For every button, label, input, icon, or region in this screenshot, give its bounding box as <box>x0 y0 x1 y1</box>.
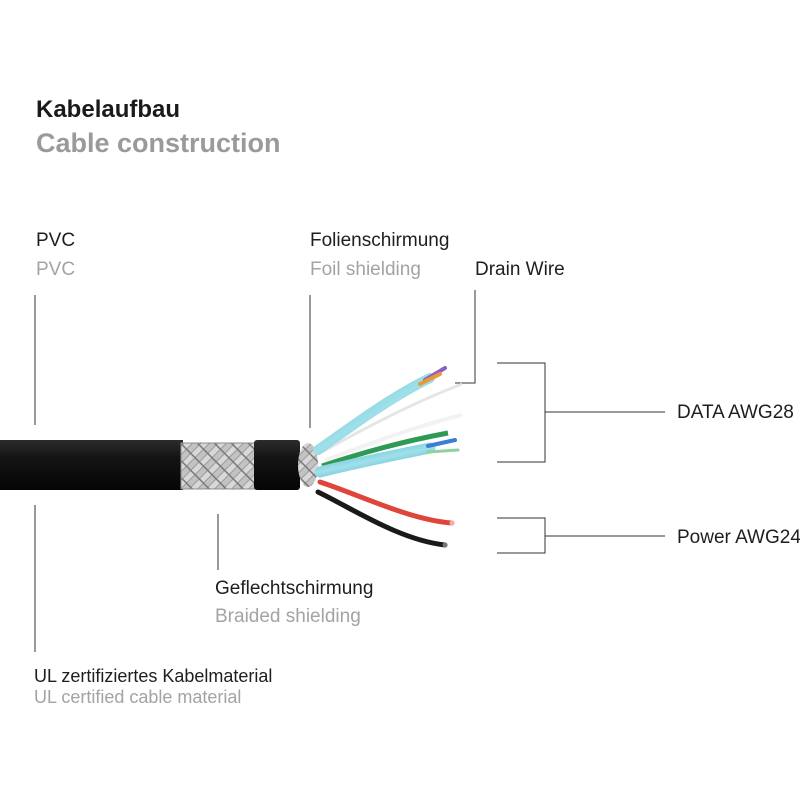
green-wire <box>321 430 449 469</box>
label-drain-wire: Drain Wire <box>475 259 565 280</box>
light-green-core <box>426 448 460 454</box>
label-ul-en: UL certified cable material <box>34 687 242 707</box>
bracket-data <box>497 362 546 463</box>
braid-ring <box>298 443 318 487</box>
pvc-jacket <box>0 440 183 490</box>
label-pvc-en: PVC <box>36 259 76 280</box>
title-english: Cable construction <box>36 128 281 158</box>
red-power-wire <box>317 479 455 526</box>
blue-core <box>426 438 457 448</box>
label-foil-en: Foil shielding <box>310 259 421 280</box>
leader-lines <box>34 290 665 652</box>
white-wire <box>324 413 463 462</box>
drain-wire <box>321 382 463 454</box>
label-data-awg28: DATA AWG28 <box>677 402 794 423</box>
red-wire-tip <box>449 520 455 526</box>
label-braid-de: Geflechtschirmung <box>215 578 374 599</box>
label-ul-de: UL zertifiziertes Kabelmaterial <box>34 666 273 686</box>
black-power-wire <box>315 489 448 548</box>
title-german: Kabelaufbau <box>36 96 181 123</box>
braided-shield <box>181 443 256 489</box>
bracket-power <box>497 517 546 554</box>
label-pvc-de: PVC <box>36 230 76 251</box>
label-braid-en: Braided shielding <box>215 606 361 627</box>
label-power-awg24: Power AWG24 <box>677 527 800 548</box>
leader-drain <box>455 290 476 384</box>
inner-jacket <box>254 440 300 490</box>
label-foil-de: Folienschirmung <box>310 230 450 251</box>
black-wire-tip <box>442 542 448 548</box>
foil-pair-lower <box>314 442 436 478</box>
orange-core <box>418 372 442 386</box>
